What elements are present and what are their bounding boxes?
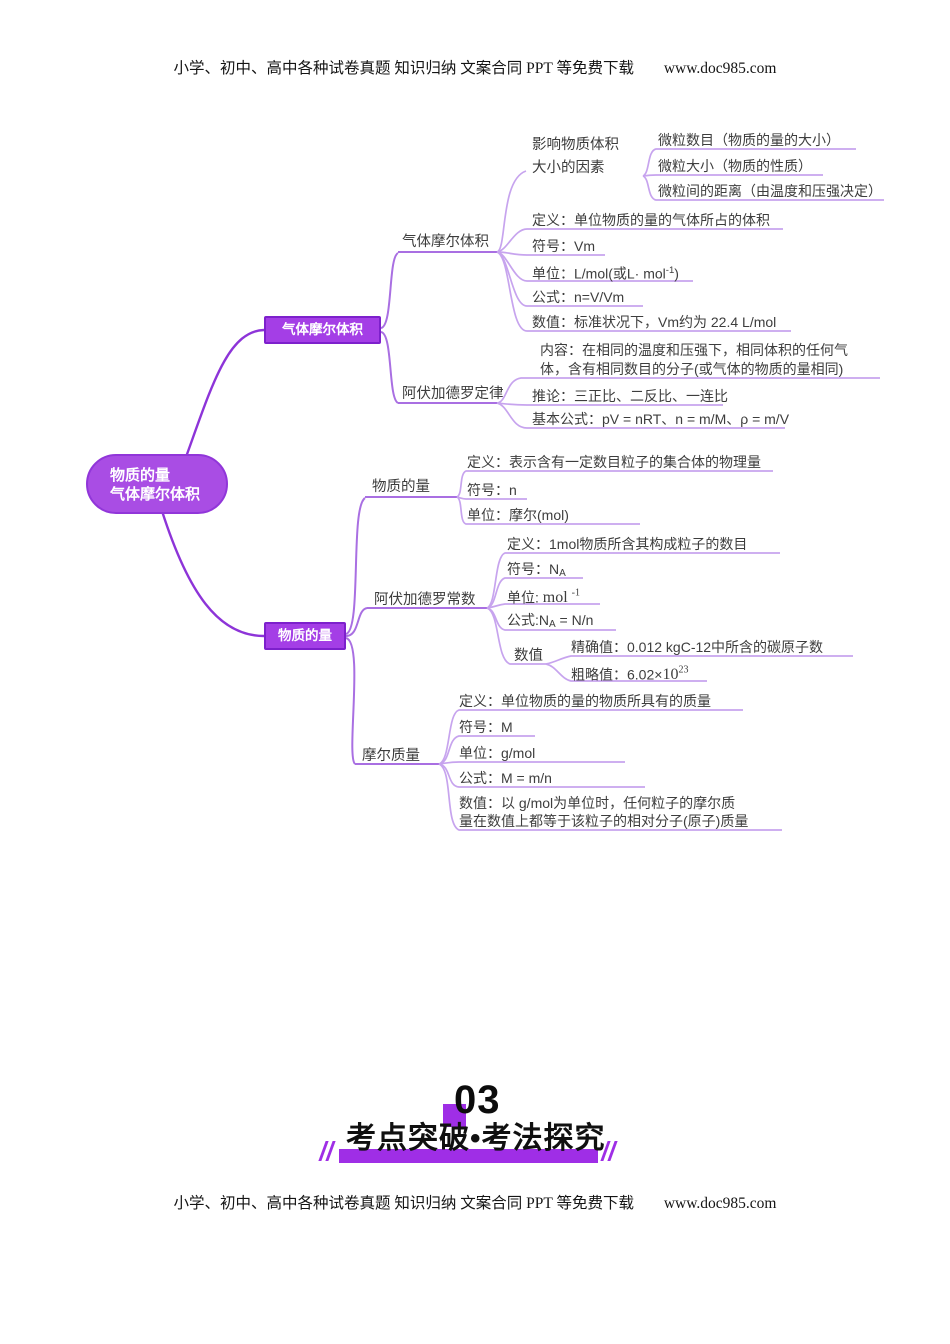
- root-line1: 物质的量: [110, 467, 171, 484]
- mindmap-connectors: [160, 148, 884, 831]
- row-gas-value: 数值：标准状况下，Vm约为 22.4 L/mol: [532, 314, 777, 330]
- row-mass-formula: 公式：M = m/n: [459, 770, 552, 786]
- section-number-square: [443, 1104, 466, 1127]
- section-title-bar: [339, 1149, 598, 1163]
- row-const-formula: 公式:NA = N/n: [507, 612, 594, 630]
- section-title: 考点突破•考法探究: [346, 1122, 606, 1155]
- row-mass-symbol: 符号：M: [459, 719, 513, 735]
- row-gas-definition: 定义：单位物质的量的气体所占的体积: [532, 212, 770, 228]
- root-line2: 气体摩尔体积: [110, 486, 201, 503]
- row-amount-unit: 单位：摩尔(mol): [467, 507, 569, 523]
- row-mass-definition: 定义：单位物质的量的物质所具有的质量: [459, 693, 711, 709]
- node-amount: 物质的量: [372, 479, 430, 495]
- node-avogadro-constant: 阿伏加德罗常数: [374, 592, 476, 608]
- branch-gas-molar-volume: 气体摩尔体积: [264, 316, 381, 344]
- row-gas-formula: 公式：n=V/Vm: [532, 289, 625, 305]
- footer-text: 小学、初中、高中各种试卷真题 知识归纳 文案合同 PPT 等免费下载: [173, 1195, 634, 1212]
- row-factor-distance: 微粒间的距离（由温度和压强决定）: [658, 183, 882, 199]
- node-molar-mass: 摩尔质量: [362, 748, 420, 764]
- row-const-definition: 定义：1mol物质所含其构成粒子的数目: [507, 536, 748, 552]
- row-mass-value-1: 数值：以 g/mol为单位时，任何粒子的摩尔质: [459, 795, 736, 811]
- row-law-formulas: 基本公式：pV = nRT、n = m/M、ρ = m/V: [532, 411, 790, 427]
- node-avogadro-law: 阿伏加德罗定律: [402, 386, 504, 402]
- page-footer: 小学、初中、高中各种试卷真题 知识归纳 文案合同 PPT 等免费下载 www.d…: [0, 1191, 950, 1213]
- footer-site-link[interactable]: www.doc985.com: [663, 1195, 777, 1212]
- row-const-approx: 粗略值：6.02×1023: [571, 665, 689, 684]
- node-gas-molar-volume: 气体摩尔体积: [402, 234, 489, 250]
- row-const-unit: 单位: mol -1: [507, 588, 581, 607]
- header-site-link[interactable]: www.doc985.com: [663, 60, 777, 77]
- section-number: 03: [454, 1078, 501, 1122]
- row-law-corollary: 推论：三正比、二反比、一连比: [532, 388, 728, 404]
- header-text: 小学、初中、高中各种试卷真题 知识归纳 文案合同 PPT 等免费下载: [173, 60, 634, 77]
- row-gas-symbol: 符号：Vm: [532, 238, 595, 254]
- page-header: 小学、初中、高中各种试卷真题 知识归纳 文案合同 PPT 等免费下载 www.d…: [0, 56, 950, 78]
- row-const-exact: 精确值：0.012 kgC-12中所含的碳原子数: [571, 639, 824, 655]
- node-value: 数值: [514, 648, 543, 664]
- row-mass-unit: 单位：g/mol: [459, 745, 536, 761]
- row-const-symbol: 符号：NA: [507, 561, 566, 579]
- factors-line1: 影响物质体积: [532, 137, 619, 153]
- row-gas-unit: 单位：L/mol(或L· mol-1): [532, 265, 679, 282]
- branch-amount-of-substance: 物质的量: [264, 622, 346, 650]
- row-law-content-1: 内容：在相同的温度和压强下，相同体积的任何气: [540, 342, 848, 358]
- row-law-content-2: 体，含有相同数目的分子(或气体的物质的量相同): [540, 361, 844, 377]
- root-node: 物质的量 气体摩尔体积: [86, 454, 228, 514]
- row-mass-value-2: 量在数值上都等于该粒子的相对分子(原子)质量: [459, 813, 749, 829]
- row-factor-size: 微粒大小（物质的性质）: [658, 158, 812, 174]
- row-amount-symbol: 符号：n: [467, 482, 517, 498]
- row-amount-definition: 定义：表示含有一定数目粒子的集合体的物理量: [467, 454, 761, 470]
- row-factor-count: 微粒数目（物质的量的大小）: [658, 132, 840, 148]
- node-factors: 影响物质体积 大小的因素: [532, 136, 619, 178]
- mindmap: 物质的量 气体摩尔体积 气体摩尔体积 物质的量 气体摩尔体积 阿伏加德罗定律 物…: [86, 132, 884, 831]
- factors-line2: 大小的因素: [532, 160, 605, 176]
